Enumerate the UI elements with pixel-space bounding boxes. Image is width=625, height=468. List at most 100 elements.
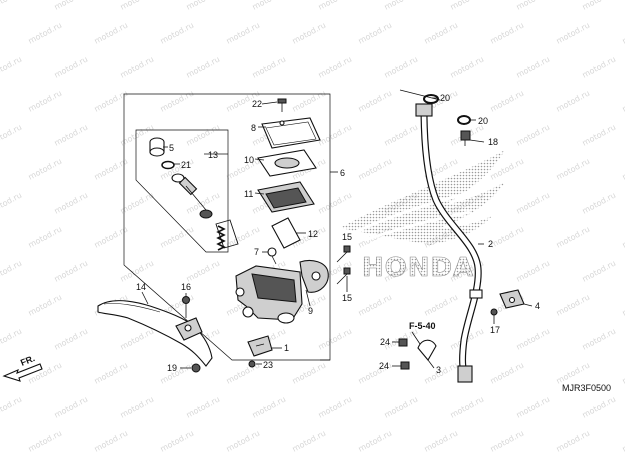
master-cylinder-body	[235, 265, 303, 324]
reservoir-cap-screw	[277, 98, 287, 112]
guide-bolt-lower	[400, 361, 410, 370]
watermark-text: motod.ru	[555, 157, 592, 182]
callout-21: 21	[181, 160, 191, 170]
callout-14: 14	[136, 282, 146, 292]
watermark-text: motod.ru	[357, 293, 394, 318]
watermark-text: motod.ru	[317, 395, 354, 420]
watermark-text: motod.ru	[27, 429, 64, 454]
circlip	[161, 160, 175, 170]
callout-4: 4	[535, 301, 540, 311]
watermark-text: motod.ru	[251, 395, 288, 420]
watermark-text: motod.ru	[225, 361, 262, 386]
watermark-text: motod.ru	[581, 395, 618, 420]
watermark-text: motod.ru	[53, 123, 90, 148]
callout-19: 19	[167, 363, 177, 373]
piston-kit-outline	[135, 129, 229, 253]
watermark-text: motod.ru	[581, 191, 618, 216]
callout-20-lower: 20	[478, 116, 488, 126]
watermark-text: motod.ru	[357, 157, 394, 182]
callout-8: 8	[251, 123, 256, 133]
watermark-text: motod.ru	[555, 225, 592, 250]
watermark-text: motod.ru	[317, 55, 354, 80]
watermark-text: motod.ru	[515, 259, 552, 284]
watermark-text: motod.ru	[423, 429, 460, 454]
watermark-text: motod.ru	[53, 0, 90, 12]
callout-12: 12	[308, 229, 318, 239]
master-cylinder-holder	[299, 259, 329, 293]
watermark-text: motod.ru	[53, 191, 90, 216]
callout-6: 6	[340, 168, 345, 178]
watermark-text: motod.ru	[251, 55, 288, 80]
watermark-text: motod.ru	[53, 395, 90, 420]
watermark-text: motod.ru	[225, 429, 262, 454]
watermark-text: motod.ru	[27, 293, 64, 318]
watermark-text: motod.ru	[515, 191, 552, 216]
watermark-text: motod.ru	[515, 395, 552, 420]
piston-set	[171, 173, 213, 219]
watermark-text: motod.ru	[317, 123, 354, 148]
guide-bolt-upper	[398, 338, 408, 347]
watermark-text: motod.ru	[0, 395, 23, 420]
callout-1: 1	[284, 343, 289, 353]
watermark-text: motod.ru	[93, 429, 130, 454]
watermark-text: motod.ru	[251, 0, 288, 12]
bolt-15-lower	[336, 267, 351, 285]
watermark-text: motod.ru	[27, 89, 64, 114]
callout-labels: 22 8 10 11 12 7 6 9 13 5 21 1 23 14 16 1…	[19, 93, 611, 393]
callout-16: 16	[181, 282, 191, 292]
watermark-text: motod.ru	[53, 259, 90, 284]
lever-pivot-nut	[191, 363, 201, 373]
callout-13: 13	[208, 150, 218, 160]
watermark-text: motod.ru	[621, 293, 625, 318]
watermark-text: motod.ru	[357, 429, 394, 454]
diaphragm	[257, 181, 315, 213]
watermark-text: motod.ru	[515, 123, 552, 148]
watermark-text: motod.ru	[621, 225, 625, 250]
callout-7: 7	[254, 247, 259, 257]
watermark-text: motod.ru	[489, 361, 526, 386]
watermark-text: motod.ru	[581, 123, 618, 148]
watermark-text: motod.ru	[621, 429, 625, 454]
watermark-text: motod.ru	[0, 259, 23, 284]
callout-15-upper: 15	[342, 232, 352, 242]
watermark-text: motod.ru	[383, 55, 420, 80]
watermark-text: motod.ru	[423, 361, 460, 386]
watermark-text: motod.ru	[515, 55, 552, 80]
watermark-text: motod.ru	[291, 89, 328, 114]
watermark-text: motod.ru	[317, 191, 354, 216]
watermark-text: motod.ru	[581, 55, 618, 80]
watermark-text: motod.ru	[621, 21, 625, 46]
callout-24-upper: 24	[380, 337, 390, 347]
watermark-text: motod.ru	[621, 157, 625, 182]
watermark-text: motod.ru	[0, 55, 23, 80]
watermark-text: motod.ru	[119, 0, 156, 12]
watermark-text: motod.ru	[515, 0, 552, 12]
watermark-text: motod.ru	[159, 89, 196, 114]
reference-page: F-5-40	[409, 321, 436, 331]
callout-17: 17	[490, 325, 500, 335]
front-direction-label: FR.	[19, 353, 36, 368]
watermark-text: motod.ru	[119, 55, 156, 80]
watermark-text: motod.ru	[0, 0, 23, 12]
watermark-text: motod.ru	[159, 225, 196, 250]
watermark-text: motod.ru	[225, 21, 262, 46]
watermark-text: motod.ru	[159, 429, 196, 454]
leader-lines	[141, 89, 533, 369]
clamp-bolt	[490, 308, 498, 316]
watermark-text: motod.ru	[185, 395, 222, 420]
watermark-text: motod.ru	[581, 259, 618, 284]
reservoir-cap	[261, 117, 321, 149]
watermark-text: motod.ru	[555, 361, 592, 386]
float	[271, 217, 301, 249]
callout-23: 23	[263, 360, 273, 370]
watermark-text: motod.ru	[489, 429, 526, 454]
watermark-text: motod.ru	[185, 259, 222, 284]
diaphragm-plate	[257, 149, 317, 177]
sealing-washer-upper	[423, 94, 439, 104]
sealing-washer-lower	[457, 115, 471, 125]
watermark-text: motod.ru	[93, 361, 130, 386]
watermark-text: motod.ru	[185, 123, 222, 148]
brake-switch	[247, 335, 273, 357]
callout-20-upper: 20	[440, 93, 450, 103]
